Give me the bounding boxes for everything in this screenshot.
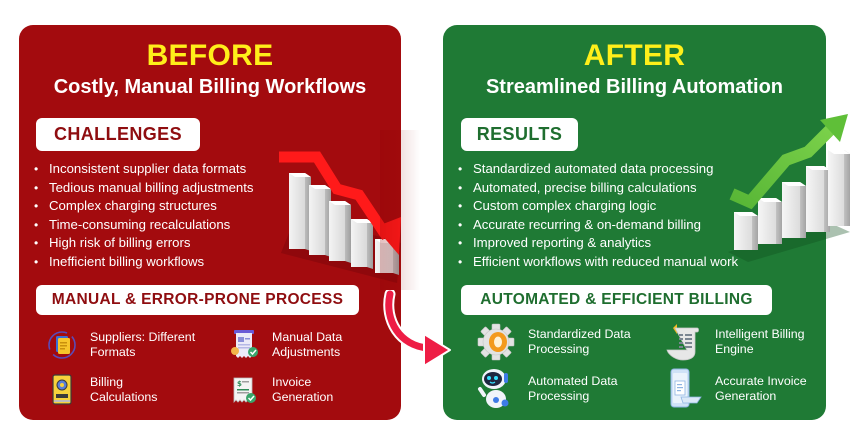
rising-bar-chart-icon xyxy=(728,112,850,262)
phone-invoice-icon xyxy=(667,367,703,411)
after-subtitle: Streamlined Billing Automation xyxy=(485,76,784,98)
challenge-item: Time-consuming recalculations xyxy=(32,216,254,235)
billing-scroll-icon xyxy=(663,322,703,362)
curved-arrow-icon xyxy=(380,288,460,375)
challenge-item: Complex charging structures xyxy=(32,197,254,216)
result-item: Standardized automated data processing xyxy=(456,160,738,179)
result-item: Efficient workflows with reduced manual … xyxy=(456,253,738,272)
results-list: Standardized automated data processing A… xyxy=(456,160,738,271)
declining-bar-chart-icon xyxy=(277,143,401,283)
before-panel: BEFORE Costly, Manual Billing Workflows … xyxy=(19,25,401,420)
receipt-check-icon xyxy=(228,327,260,363)
after-title: AFTER xyxy=(583,39,686,72)
result-item: Automated, precise billing calculations xyxy=(456,179,738,198)
challenges-heading: CHALLENGES xyxy=(36,118,200,151)
results-heading: RESULTS xyxy=(461,118,578,151)
challenges-list: Inconsistent supplier data formats Tedio… xyxy=(32,160,254,271)
before-subtitle: Costly, Manual Billing Workflows xyxy=(53,76,367,98)
calculator-gear-icon xyxy=(46,372,78,408)
result-item: Accurate recurring & on-demand billing xyxy=(456,216,738,235)
challenge-item: Inconsistent supplier data formats xyxy=(32,160,254,179)
automated-billing-heading: AUTOMATED & EFFICIENT BILLING xyxy=(461,285,772,315)
challenge-item: High risk of billing errors xyxy=(32,234,254,253)
manual-process-heading: MANUAL & ERROR-PRONE PROCESS xyxy=(36,285,359,315)
result-item: Improved reporting & analytics xyxy=(456,234,738,253)
invoice-check-icon: $ xyxy=(228,372,260,408)
result-item: Custom complex charging logic xyxy=(456,197,738,216)
robot-icon xyxy=(476,367,516,411)
gear-icon xyxy=(476,322,516,362)
challenge-item: Tedious manual billing adjustments xyxy=(32,179,254,198)
documents-icon xyxy=(46,327,78,363)
challenge-item: Inefficient billing workflows xyxy=(32,253,254,272)
svg-text:$: $ xyxy=(237,380,242,388)
before-title: BEFORE xyxy=(146,39,274,72)
panel-shadow xyxy=(380,130,420,290)
